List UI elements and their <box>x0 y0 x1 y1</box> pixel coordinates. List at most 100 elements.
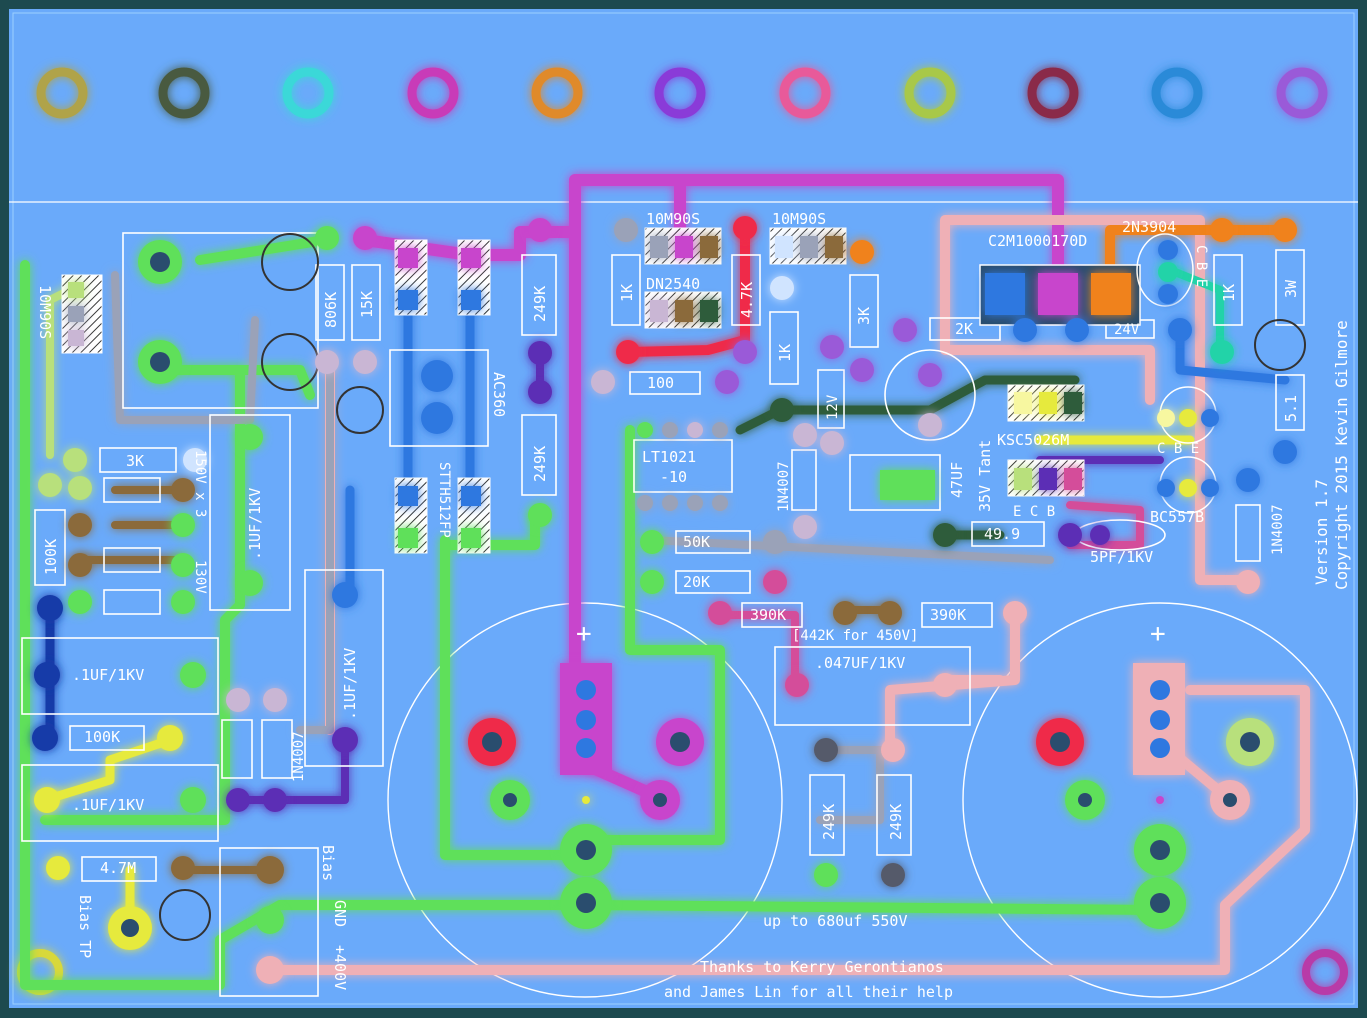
pad-1ufc-r <box>180 787 206 813</box>
q-2n3904-outline <box>1136 233 1194 307</box>
label-390k-a: 390K <box>750 606 786 624</box>
mount-hole-11 <box>1276 67 1328 119</box>
pad-q-left-3 <box>68 330 84 346</box>
drill-hole <box>1223 793 1237 807</box>
pad-bc-3 <box>1201 479 1219 497</box>
label-q-10m90s-b: 10M90S <box>772 210 826 228</box>
pad-390k-1 <box>708 601 732 625</box>
cap-right-pad-3 <box>1150 738 1170 758</box>
cap-047-box <box>774 646 971 726</box>
corner-hole-br <box>1302 949 1348 995</box>
pad-lt-1 <box>637 422 653 438</box>
r-2k-box <box>929 317 1001 341</box>
pad-20k-r <box>763 570 787 594</box>
label-1k-a: 1K <box>618 284 636 302</box>
pad-bc-2 <box>1179 479 1197 497</box>
drill-hole <box>653 793 667 807</box>
cap-1uf-c-box <box>21 764 219 842</box>
label-390k-b: 390K <box>930 606 966 624</box>
zener-box-3 <box>103 589 161 615</box>
label-249k-b: 249K <box>531 446 549 482</box>
pad-qa-1 <box>650 236 668 258</box>
pad-51-b <box>1273 440 1297 464</box>
pad-1kb-b <box>770 398 794 422</box>
pad-1ufd-b <box>332 727 358 753</box>
label-100k-b: 100K <box>84 728 120 746</box>
lt1021-box <box>633 439 733 493</box>
mount-hole-10 <box>1151 67 1203 119</box>
pad-249k-b-b <box>528 503 552 527</box>
pad-1n4007a-t <box>793 423 817 447</box>
r-49-9-box <box>971 521 1045 547</box>
drill-hole <box>576 893 596 913</box>
label-ksc5026m: KSC5026M <box>997 431 1069 449</box>
label-sth: STTH512FP <box>436 462 452 538</box>
pad-lt-8 <box>712 495 728 511</box>
r-3w-box <box>1275 249 1305 326</box>
cap-left-pad-1 <box>576 680 596 700</box>
pad-12v-t <box>820 335 844 359</box>
drill-hole <box>150 352 170 372</box>
label-4-7k: 4.7K <box>738 282 756 318</box>
pad-c2m-1 <box>985 273 1025 315</box>
label-100k-a: 100K <box>42 539 60 575</box>
cap-right-pad-2 <box>1150 710 1170 730</box>
pad-1ufa-b <box>237 570 263 596</box>
label-806k: 806K <box>322 292 340 328</box>
pad-q-left-1 <box>68 282 84 298</box>
pad-15k-b <box>353 350 377 374</box>
r-1k-a-box <box>611 254 641 326</box>
bias-pot-outline <box>159 889 211 941</box>
label-bias-tp: Bias TP <box>76 895 94 958</box>
version-text: Version 1.7 <box>1312 479 1331 585</box>
label-1n4007-c: 1N4007 <box>291 731 307 782</box>
pad-47uf-2 <box>918 413 942 437</box>
pad-cbe-1 <box>1157 409 1175 427</box>
label-50k: 50K <box>683 533 710 551</box>
cap-right-pad-1 <box>1150 680 1170 700</box>
cap-47uf-outline <box>849 454 941 511</box>
r-249k-c-box <box>809 774 845 856</box>
pad-47m-l <box>46 856 70 880</box>
pad-z-4 <box>68 513 92 537</box>
pad-dn-3 <box>700 300 718 322</box>
pad-sth-8 <box>461 528 481 548</box>
trace-red <box>625 223 750 357</box>
label-49-9: 49.9 <box>984 525 1020 543</box>
pad-15k-t <box>353 226 377 250</box>
pad-z-7 <box>171 553 195 577</box>
label-100-a: 100 <box>647 374 674 392</box>
label-plus400: +400V <box>331 945 349 990</box>
r-50k-box <box>675 530 751 554</box>
label-1k-b: 1K <box>776 344 794 362</box>
pad-1kc-t <box>1210 218 1234 242</box>
pad-1ka-t <box>614 218 638 242</box>
test-point-outline <box>336 386 384 434</box>
pad-bc-1 <box>1157 479 1175 497</box>
pad-sth-2 <box>398 290 418 310</box>
r-100-box <box>629 371 701 395</box>
board-inner-frame <box>12 12 1355 1005</box>
r-5-1-box <box>1275 374 1305 431</box>
pad-1ufa-t <box>237 424 263 450</box>
thanks-line-1: Thanks to Kerry Gerontianos <box>700 958 944 976</box>
zener-box-1 <box>103 477 161 503</box>
label-5pf: 5PF/1KV <box>1090 548 1153 566</box>
mount-hole-2 <box>158 67 210 119</box>
pad-diode-d-t <box>263 688 287 712</box>
ac360-box <box>389 349 489 447</box>
pad-249k-b-t <box>528 380 552 404</box>
pad-49-r <box>1058 523 1082 547</box>
d-1n4007-b-box <box>1235 504 1261 562</box>
pad-1kb-t <box>770 276 794 300</box>
pad-249k-d-t <box>881 738 905 762</box>
pad-1ufb-l <box>34 662 60 688</box>
pad-lt-5 <box>637 495 653 511</box>
pad-z-6 <box>68 553 92 577</box>
pad-100k-b <box>37 595 63 621</box>
label-3k-a: 3K <box>855 307 873 325</box>
pad-50k-r <box>763 530 787 554</box>
pad-c2m-2 <box>1038 273 1078 315</box>
d-1n4007-c-box <box>221 719 253 779</box>
pad-lt-3 <box>687 422 703 438</box>
